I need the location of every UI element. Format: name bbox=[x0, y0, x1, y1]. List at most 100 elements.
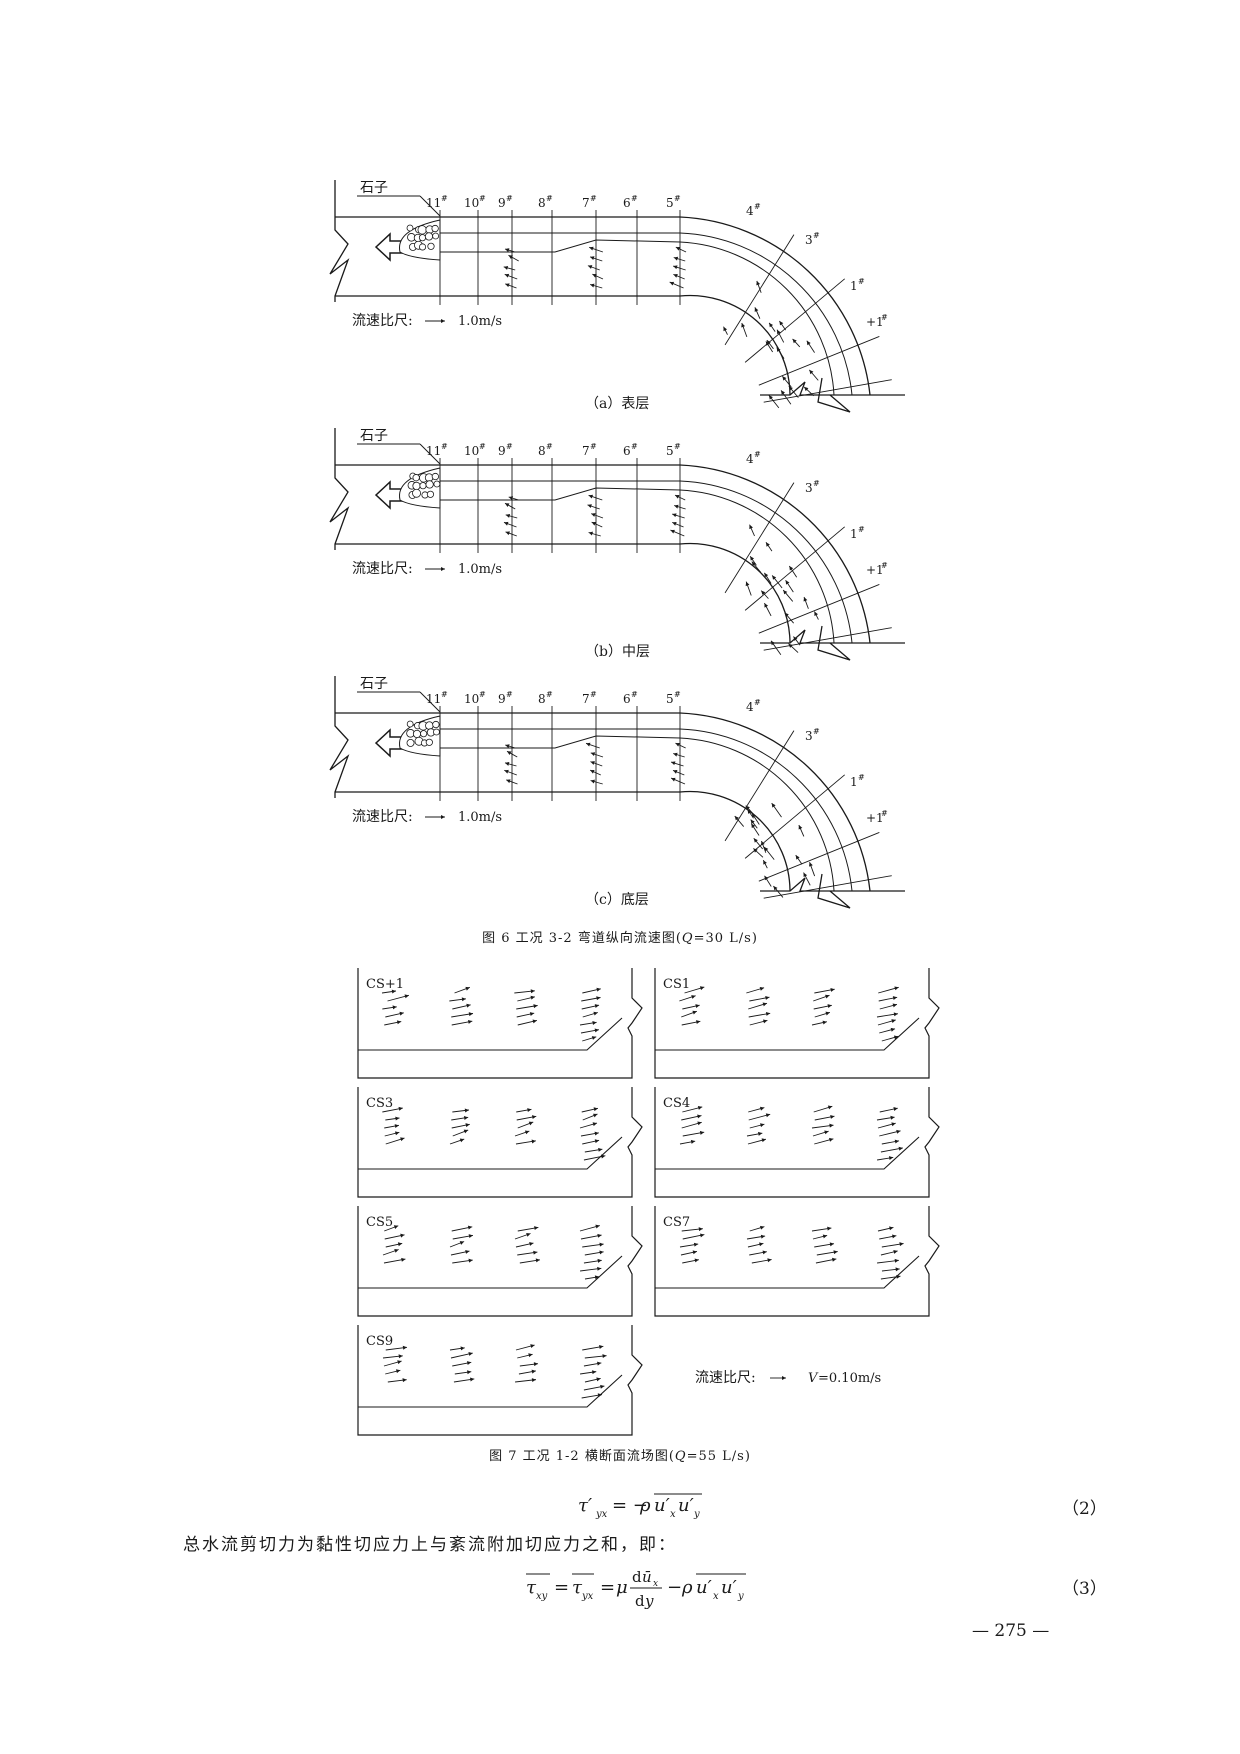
vector-head bbox=[785, 580, 790, 585]
vector-head bbox=[465, 1249, 470, 1254]
cross-section-label: CS4 bbox=[663, 1096, 690, 1111]
stone-label-leader bbox=[419, 691, 441, 713]
vector-head bbox=[466, 1003, 471, 1008]
vector-head bbox=[777, 329, 781, 335]
vector-head bbox=[597, 1393, 603, 1398]
stone-label: 石子 bbox=[360, 428, 388, 444]
figure-7-scale-legend: 流速比尺:V=0.10m/s bbox=[695, 1370, 881, 1386]
vector-head bbox=[594, 1275, 600, 1280]
stone-icon bbox=[425, 721, 434, 730]
vector-head bbox=[773, 886, 778, 891]
vector-head bbox=[673, 752, 678, 757]
vector-head bbox=[892, 1003, 897, 1008]
vector-head bbox=[753, 838, 758, 843]
vector-head bbox=[531, 1378, 537, 1383]
vector-head bbox=[394, 1124, 399, 1129]
vector-head bbox=[671, 761, 676, 766]
vector-head bbox=[593, 1113, 598, 1118]
section-label: 9 bbox=[498, 692, 506, 706]
vector-head bbox=[528, 1353, 533, 1358]
vector-head bbox=[598, 1147, 603, 1152]
vector-head bbox=[758, 1131, 763, 1136]
section-label-sup: # bbox=[674, 690, 681, 699]
bend-arc-2 bbox=[679, 480, 853, 644]
channel-left-wall bbox=[329, 180, 350, 302]
vector-head bbox=[795, 855, 800, 860]
vector-head bbox=[404, 994, 409, 999]
vector-head bbox=[771, 640, 775, 646]
section-line bbox=[763, 379, 892, 403]
vector-head bbox=[594, 1004, 600, 1008]
stone-icon bbox=[432, 720, 440, 729]
svg-text:x: x bbox=[653, 1579, 658, 1589]
vector-head bbox=[504, 273, 510, 278]
vector-head bbox=[591, 513, 596, 517]
vector-head bbox=[830, 987, 835, 992]
cross-section-CS3: CS3 bbox=[357, 1087, 643, 1198]
cross-section-bed bbox=[655, 1136, 920, 1170]
section-label: 1 bbox=[850, 527, 858, 541]
vector-head bbox=[699, 1130, 705, 1135]
vector-head bbox=[822, 1020, 827, 1025]
vector-head bbox=[789, 566, 794, 571]
svg-text:τ′: τ′ bbox=[578, 1495, 592, 1516]
vector-head bbox=[672, 513, 677, 518]
vector-head bbox=[747, 809, 752, 814]
vector-head bbox=[832, 1257, 837, 1262]
section-label-sup: # bbox=[441, 690, 448, 699]
vector-head bbox=[697, 1121, 702, 1126]
section-label: 6 bbox=[623, 196, 631, 210]
stone-icon bbox=[432, 232, 440, 240]
figure-6-panel-middle: 石子11#10#9#8#7#6#5#4#3#1#+1#流速比尺:1.0m/s（b… bbox=[329, 428, 905, 661]
equation-2-formula: τ′ yx = − ρ u′ x u′ y bbox=[578, 1493, 702, 1520]
bend-outer-arc bbox=[679, 464, 871, 644]
equation-3-number: （3） bbox=[1062, 1579, 1107, 1599]
vector-head bbox=[765, 1011, 771, 1016]
outlet-notch bbox=[817, 377, 851, 413]
equation-3-formula: τ xy = τ yx = μ d ū x d y − ρ u′ x u′ y bbox=[526, 1568, 746, 1610]
cross-section-bed bbox=[358, 1374, 623, 1408]
vector-head bbox=[764, 572, 769, 578]
vector-head bbox=[468, 1258, 473, 1263]
vector-head bbox=[398, 1106, 403, 1111]
vector-head bbox=[751, 561, 756, 566]
vector-head bbox=[765, 542, 770, 547]
section-label-sup: # bbox=[590, 194, 597, 203]
svg-text:=: = bbox=[600, 1577, 615, 1598]
inflow-arrow-icon bbox=[374, 728, 404, 758]
vector-head bbox=[594, 1131, 599, 1136]
vector-head bbox=[765, 996, 770, 1000]
vector-head bbox=[467, 1019, 473, 1024]
section-label-sup: # bbox=[813, 479, 820, 488]
stone-pile-icon bbox=[399, 467, 441, 509]
vector-head bbox=[761, 1138, 766, 1143]
vector-head bbox=[782, 376, 787, 381]
section-label-sup: # bbox=[813, 231, 820, 240]
vector-head bbox=[402, 1345, 408, 1350]
section-line bbox=[724, 730, 795, 842]
section-line bbox=[724, 234, 795, 346]
cross-section-label: CS3 bbox=[366, 1096, 393, 1111]
vector-head bbox=[759, 1242, 764, 1247]
vector-head bbox=[764, 847, 769, 852]
vector-head bbox=[690, 1139, 696, 1144]
vector-head bbox=[503, 265, 509, 270]
svg-text:y: y bbox=[737, 1591, 744, 1602]
section-label: 7 bbox=[582, 444, 590, 458]
vector-head bbox=[535, 1258, 540, 1263]
vector-head bbox=[528, 1121, 534, 1126]
velocity-scale-label: 流速比尺: bbox=[352, 809, 413, 825]
vector-head bbox=[601, 1154, 606, 1159]
stone-icon bbox=[433, 728, 440, 736]
vector-head bbox=[596, 1377, 601, 1382]
vector-head bbox=[600, 1384, 605, 1389]
section-label: 4 bbox=[746, 204, 754, 218]
vector-head bbox=[892, 1234, 897, 1239]
cross-section-CS5: CS5 bbox=[357, 1206, 643, 1317]
vector-head bbox=[894, 986, 899, 991]
outlet-base bbox=[760, 381, 905, 396]
vector-head bbox=[759, 1106, 765, 1111]
bend-arc-3 bbox=[679, 241, 835, 396]
vector-head bbox=[893, 1012, 898, 1017]
bend-outer-arc bbox=[679, 216, 871, 396]
